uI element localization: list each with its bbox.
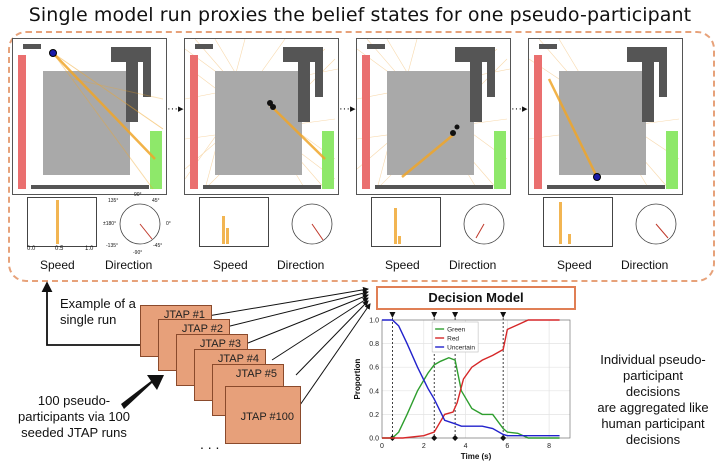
thick-arrow [121, 375, 164, 409]
decision-diamond-3 [500, 435, 507, 441]
x-axis-label: Time (s) [461, 452, 492, 461]
direction-label-3: Direction [449, 258, 497, 272]
scene-panel-4 [528, 38, 683, 195]
series-line-red [382, 319, 560, 439]
green-goal [150, 131, 162, 189]
y-tick-label-5: 1.0 [369, 318, 379, 325]
decision-model-title: Decision Model [376, 286, 576, 310]
speed-histogram-4 [543, 197, 613, 247]
direction-dial-2 [291, 203, 333, 245]
x-tick-label-4: 8 [547, 443, 551, 450]
x-tick-label-3: 6 [505, 443, 509, 450]
direction-dial-1 [119, 203, 161, 245]
decision-model-chart: 0 2 4 6 8 0.0 0.2 0.4 0.6 0.8 1.0GreenRedUncertain… [353, 312, 571, 461]
dir-tick-90: 90° [134, 192, 142, 198]
figure-title: Single model run proxies the belief stat… [28, 4, 692, 26]
speed-label-3: Speed [385, 258, 420, 272]
y-tick-label-1: 0.2 [369, 412, 379, 419]
speed-tick-2: 1.0 [85, 246, 94, 252]
ball [49, 49, 57, 57]
scene-panel-3 [356, 38, 511, 195]
ellipsis: . . . [200, 436, 220, 452]
speed-label-2: Speed [213, 258, 248, 272]
decision-diamond-2 [452, 435, 459, 441]
y-tick-label-4: 0.8 [369, 341, 379, 348]
dir-tick-135: 135° [108, 198, 119, 204]
direction-label-1: Direction [105, 258, 153, 272]
dir-tick-neg45: -45° [153, 243, 163, 249]
dir-tick-180: ±180° [103, 221, 117, 227]
red-wall [18, 55, 26, 189]
speed-histogram-2 [199, 197, 269, 247]
direction-dial-3 [463, 203, 505, 245]
speed-label-1: Speed [40, 258, 75, 272]
arrow-2: ···▸ [339, 103, 356, 115]
x-tick-label-1: 2 [422, 443, 426, 450]
scene-panel-2 [184, 38, 339, 195]
decision-arrow-2 [452, 312, 459, 318]
decision-diamond-1 [431, 435, 438, 441]
speed-histogram-3 [371, 197, 441, 247]
direction-label-4: Direction [621, 258, 669, 272]
timer-bar [23, 44, 41, 49]
legend-label-red: Red [447, 336, 459, 343]
scene-2-drawing [185, 39, 338, 190]
model-run-dashed-region [8, 31, 715, 282]
scene-3-drawing [357, 39, 510, 190]
barrier-right [143, 47, 151, 97]
scene-1-drawing [18, 44, 164, 190]
x-tick-label-0: 0 [380, 443, 384, 450]
speed-histogram-1 [27, 197, 97, 247]
dir-tick-0: 0° [166, 221, 171, 227]
arrow-1: ···▸ [167, 103, 184, 115]
y-tick-label-3: 0.6 [369, 365, 379, 372]
direction-dial-4 [635, 203, 677, 245]
barrier-vertical [126, 47, 138, 122]
series-line-uncertain [382, 319, 560, 437]
legend-label-green: Green [447, 327, 465, 334]
dir-tick-neg135: -135° [106, 243, 119, 249]
direction-label-2: Direction [277, 258, 325, 272]
x-tick-label-2: 4 [464, 443, 468, 450]
decision-arrow-0 [389, 312, 396, 318]
decision-arrow-3 [500, 312, 507, 318]
series-line-green [382, 357, 560, 439]
decision-arrow-1 [431, 312, 438, 318]
arrow-3: ···▸ [511, 103, 528, 115]
dir-tick-45: 45° [152, 198, 160, 204]
dir-tick-neg90: -90° [133, 250, 143, 256]
legend-label-uncertain: Uncertain [447, 345, 475, 352]
y-tick-label-0: 0.0 [369, 436, 379, 443]
scene-4-drawing [529, 39, 680, 190]
speed-tick-0: 0.0 [27, 246, 36, 252]
plot-frame [381, 319, 571, 439]
y-tick-label-2: 0.4 [369, 388, 379, 395]
speed-label-4: Speed [557, 258, 592, 272]
floor-bar [31, 185, 149, 189]
y-axis-label: Proportion [353, 358, 362, 399]
jtap-card-100: JTAP #100 [225, 386, 301, 444]
speed-tick-1: 0.5 [55, 246, 64, 252]
scene-panel-1 [12, 38, 167, 195]
